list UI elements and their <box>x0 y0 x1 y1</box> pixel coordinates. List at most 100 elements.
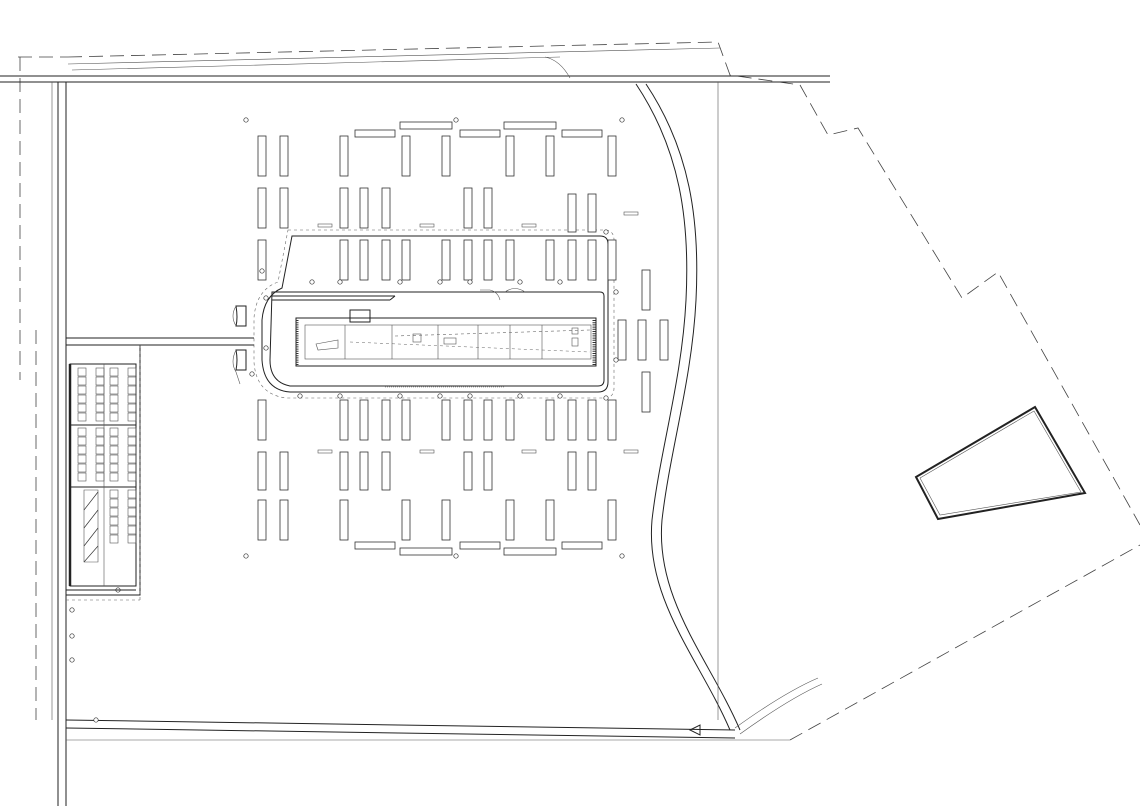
parking-stall <box>545 239 555 281</box>
parking-stall <box>95 427 105 437</box>
parking-stall <box>109 367 119 377</box>
bench <box>623 211 639 216</box>
west-building <box>65 344 141 601</box>
lamp-post <box>557 393 563 399</box>
parking-stall <box>257 135 267 177</box>
lamp-post <box>453 117 459 123</box>
bottom-road <box>65 719 790 741</box>
parking-stall <box>463 239 473 281</box>
parking-stall <box>545 135 555 177</box>
parking-stall <box>127 376 137 386</box>
parking-stall <box>659 319 669 361</box>
parking-stall <box>567 451 577 491</box>
parking-stall <box>399 121 453 130</box>
parking-stall <box>127 445 137 455</box>
parking-stall <box>257 451 267 491</box>
parking-stall <box>463 451 473 491</box>
parking-stall <box>257 239 267 281</box>
parking-stall <box>279 451 289 491</box>
parking-stall <box>381 399 391 441</box>
parking-stall <box>641 371 651 413</box>
lamp-post <box>69 657 75 663</box>
parking-stall <box>503 547 557 556</box>
parking-stall <box>359 187 369 229</box>
bench <box>419 449 435 454</box>
parking-stall <box>127 472 137 482</box>
parking-stall <box>127 498 137 508</box>
parking-stall <box>77 454 87 464</box>
central-driveway <box>66 229 615 399</box>
bench <box>521 449 537 454</box>
lamp-post <box>263 295 269 301</box>
parking-stall <box>127 385 137 395</box>
parking-stall <box>257 187 267 229</box>
west-building-hatch <box>83 489 99 563</box>
parking-stall <box>77 412 87 422</box>
parking-stall <box>567 399 577 441</box>
parking-stall <box>109 412 119 422</box>
parking-stall <box>401 399 411 441</box>
lamp-post <box>467 393 473 399</box>
lamp-post <box>337 279 343 285</box>
parking-stall <box>109 454 119 464</box>
parking-stall <box>127 394 137 404</box>
lamp-post <box>619 553 625 559</box>
parking-stall <box>339 187 349 229</box>
parking-stall <box>109 376 119 386</box>
parking-stall <box>459 541 501 550</box>
parking-stall <box>607 499 617 541</box>
top-road <box>0 47 830 83</box>
parking-stall <box>77 376 87 386</box>
parking-stall <box>279 135 289 177</box>
lamp-post <box>249 371 255 377</box>
parking-stall <box>483 239 493 281</box>
parking-stall <box>505 239 515 281</box>
parking-stall <box>381 187 391 229</box>
parking-stall <box>354 129 396 138</box>
parking-stall <box>127 463 137 473</box>
lamp-post <box>619 117 625 123</box>
parking-stall <box>463 187 473 229</box>
parking-stall <box>339 499 349 541</box>
parking-stall <box>127 489 137 499</box>
parking-stall <box>95 436 105 446</box>
parking-stall <box>77 385 87 395</box>
parking-stall <box>359 239 369 281</box>
parking-stall <box>109 427 119 437</box>
parking-stall <box>95 472 105 482</box>
lamp-post <box>69 607 75 613</box>
parking-stall <box>561 129 603 138</box>
parking-stall <box>459 129 501 138</box>
parking-stall <box>109 498 119 508</box>
parking-stall <box>339 239 349 281</box>
parking-stall <box>587 451 597 491</box>
lamp-post <box>613 289 619 295</box>
parking-stall <box>505 135 515 177</box>
parking-stall <box>95 385 105 395</box>
parking-stall <box>401 499 411 541</box>
parking-stall <box>505 499 515 541</box>
parking-stall <box>587 193 597 233</box>
parking-stall <box>381 239 391 281</box>
parking-stall <box>127 367 137 377</box>
parking-stall <box>127 403 137 413</box>
lamp-post <box>397 279 403 285</box>
parking-stall <box>109 385 119 395</box>
parking-stall <box>567 239 577 281</box>
lamp-post <box>603 229 609 235</box>
bench <box>317 223 333 228</box>
parking-stall <box>617 319 627 361</box>
parking-stall <box>109 472 119 482</box>
parking-stall <box>109 463 119 473</box>
parking-stall <box>109 525 119 535</box>
parking-stall <box>95 367 105 377</box>
parking-stall <box>354 541 396 550</box>
parking-stall <box>441 399 451 441</box>
bench <box>623 449 639 454</box>
parking-stall <box>587 239 597 281</box>
lamp-post <box>337 393 343 399</box>
parking-stall <box>637 319 647 361</box>
parking-stall <box>339 399 349 441</box>
parking-stall <box>127 454 137 464</box>
